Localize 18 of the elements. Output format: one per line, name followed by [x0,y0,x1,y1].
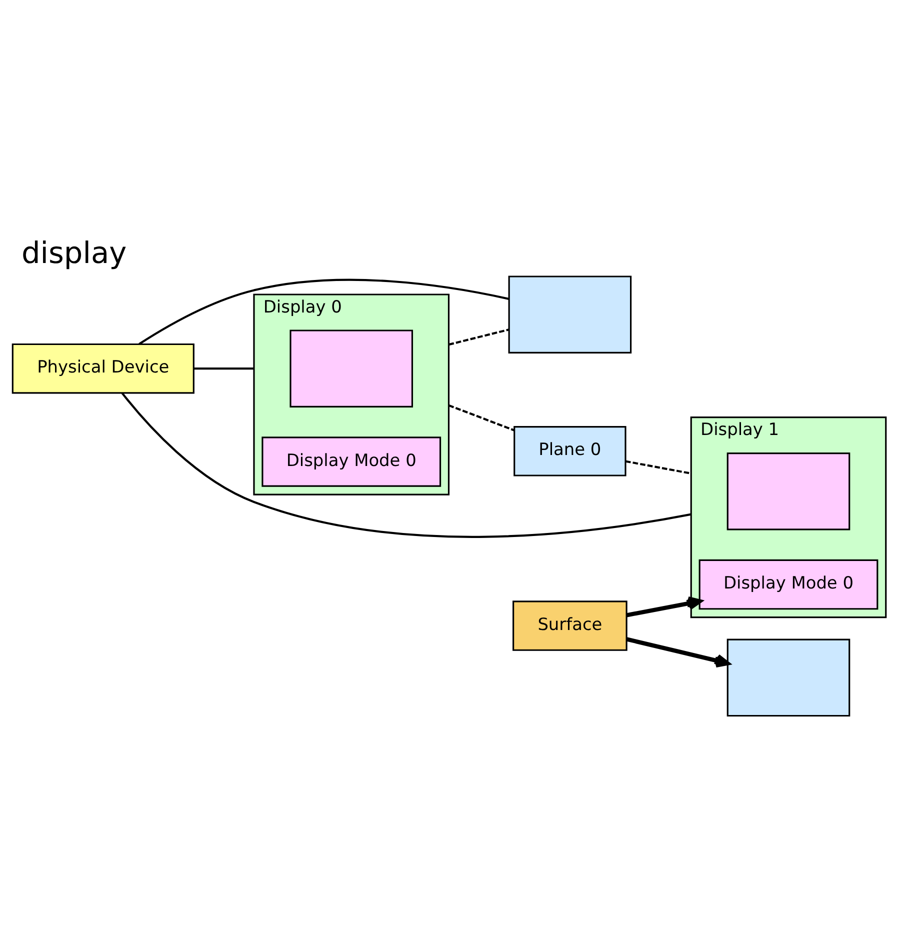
node-box [726,638,850,716]
connector [121,392,692,538]
connector [194,367,254,370]
connector [448,328,509,346]
arrow [626,636,730,668]
node-box [726,452,850,530]
node-box: Display Mode 0 [698,558,878,610]
node-box: Physical Device [12,342,194,394]
node-box: Plane 0 [514,426,626,476]
node-box [508,275,632,354]
connector [138,278,510,344]
connector [448,404,515,431]
node-box: Display Mode 0 [262,436,442,486]
arrow [626,596,702,617]
node-box: Surface [512,600,628,650]
node-box [290,329,414,407]
connector [625,460,692,474]
diagram-title: display [21,234,127,270]
